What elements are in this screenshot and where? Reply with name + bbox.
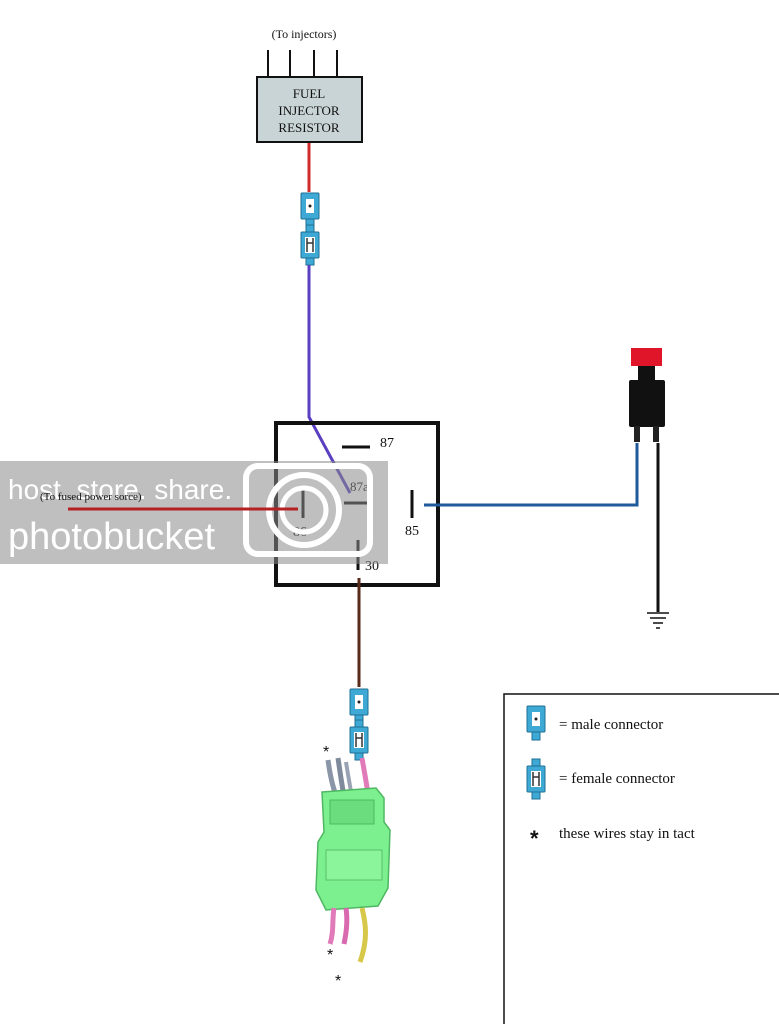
legend-asterisk-icon: * <box>530 826 539 851</box>
relay-pin-85: 85 <box>405 524 419 539</box>
bottom-male-connector-icon <box>349 688 369 724</box>
photobucket-watermark: host. store. share. photobucket <box>0 461 388 564</box>
fuel-injector-resistor: FUEL INJECTOR RESISTOR <box>256 76 363 143</box>
asterisk-marker-bottom: * <box>335 973 341 990</box>
wiring-harness-plug <box>315 757 391 963</box>
asterisk-marker-mid: * <box>327 947 333 964</box>
power-source-label: (To fused power sorce) <box>40 491 142 503</box>
asterisk-marker-top: * <box>323 744 329 761</box>
legend-male-label: = male connector <box>559 717 663 733</box>
resistor-label-line2: INJECTOR <box>278 103 339 118</box>
purple-wire-to-87a <box>307 265 352 494</box>
legend-female-label: = female connector <box>559 771 675 787</box>
injectors-note: (To injectors) <box>272 27 337 41</box>
blue-wire-85-to-switch <box>424 443 639 507</box>
ground-icon <box>647 612 669 629</box>
push-switch <box>629 348 665 442</box>
resistor-label-line1: FUEL <box>293 86 326 101</box>
relay-pin-87: 87 <box>380 436 394 451</box>
bottom-female-connector-icon <box>349 719 369 761</box>
injector-leads <box>267 50 338 77</box>
legend-asterisk-label: these wires stay in tact <box>559 826 696 842</box>
resistor-label-line3: RESISTOR <box>278 120 339 135</box>
legend: = male connector = female connector * th… <box>503 693 779 1024</box>
top-female-connector-icon <box>300 224 320 266</box>
watermark-line1: host. store. share. <box>8 474 232 505</box>
top-male-connector-icon <box>300 192 320 228</box>
watermark-line2: photobucket <box>8 516 215 558</box>
